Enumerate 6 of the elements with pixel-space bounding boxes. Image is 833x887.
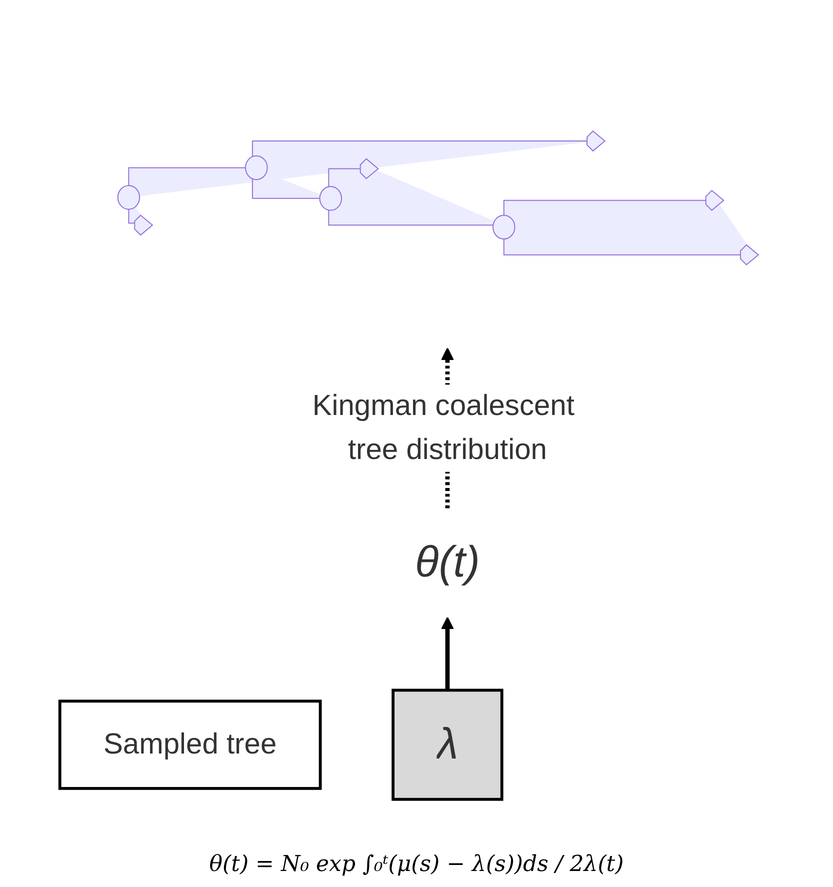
arrow [440,616,454,690]
formula-text: θ(t) = N₀ exp ∫₀ᵗ(μ(s) − λ(s))ds / 2λ(t) [209,852,624,877]
node-text: θ(t) [414,538,480,587]
edge-label: Kingman coalescent tree distribution [312,390,574,466]
node-box: λ [391,688,503,801]
node-box: Sampled tree [58,700,322,790]
